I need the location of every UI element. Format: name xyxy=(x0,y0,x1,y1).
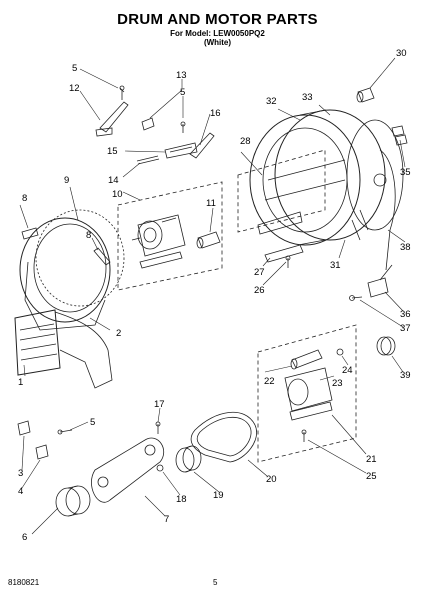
drum-slider-box xyxy=(237,149,326,233)
callout-6: 6 xyxy=(22,532,27,543)
clip-part-4 xyxy=(35,444,49,460)
callout-3: 3 xyxy=(18,468,23,479)
drum-roller-part-39 xyxy=(376,336,396,356)
callout-16: 16 xyxy=(210,108,221,119)
callout-31: 31 xyxy=(330,260,341,271)
slide-part-15 xyxy=(164,142,198,159)
callout-18: 18 xyxy=(176,494,187,505)
callout-15: 15 xyxy=(107,146,118,157)
callout-23: 23 xyxy=(332,378,343,389)
dryer-drum-part xyxy=(249,109,386,246)
callout-35: 35 xyxy=(400,167,411,178)
callout-38: 38 xyxy=(400,242,411,253)
callout-11: 11 xyxy=(206,198,216,209)
drum-support-roller-part xyxy=(264,244,304,263)
model-line: For Model: LEW0050PQ2 xyxy=(170,29,265,38)
callout-17: 17 xyxy=(154,399,165,410)
callout-28: 28 xyxy=(240,136,251,147)
callout-5c: 5 xyxy=(90,417,95,428)
callout-21: 21 xyxy=(366,454,377,465)
callout-2: 2 xyxy=(116,328,121,339)
drive-belt-part-20 xyxy=(190,411,257,463)
motor-group-box xyxy=(117,181,223,291)
callout-25: 25 xyxy=(366,471,377,482)
callout-4: 4 xyxy=(18,486,23,497)
motor-part-21 xyxy=(284,367,333,421)
screw-part-5c xyxy=(57,429,73,435)
callout-8b: 8 xyxy=(86,230,91,241)
leader-lines xyxy=(19,57,406,535)
pulley-part-19 xyxy=(175,445,202,473)
callout-5a: 5 xyxy=(72,63,77,74)
washer-part-18 xyxy=(156,464,164,472)
screw-part-37 xyxy=(349,295,363,301)
callout-26: 26 xyxy=(254,285,265,296)
callout-20: 20 xyxy=(266,474,277,485)
callout-39: 39 xyxy=(400,370,411,381)
bracket-part-12 xyxy=(95,101,129,137)
rod-part-14 xyxy=(136,155,160,165)
callout-30: 30 xyxy=(396,48,407,59)
callout-5b: 5 xyxy=(180,87,185,98)
clip-part-24 xyxy=(336,348,344,356)
rear-bulkhead-part xyxy=(346,119,404,241)
thermostat-bracket-part-35 xyxy=(391,125,408,146)
drive-motor-part xyxy=(131,214,186,269)
callout-10: 10 xyxy=(112,189,123,200)
callout-1: 1 xyxy=(18,377,23,388)
screw-part-26 xyxy=(285,255,291,268)
capacitor-part-22 xyxy=(290,349,323,370)
motor-capacitor-part xyxy=(196,231,221,249)
callout-9: 9 xyxy=(64,175,69,186)
callout-19: 19 xyxy=(213,490,224,501)
idler-arm-part-7 xyxy=(91,437,165,503)
callout-22: 22 xyxy=(264,376,275,387)
callout-36: 36 xyxy=(400,309,411,320)
screw-part-25 xyxy=(301,429,307,442)
slide-part-16 xyxy=(189,132,215,159)
callout-7: 7 xyxy=(164,514,169,525)
callout-12: 12 xyxy=(69,83,80,94)
screw-part-5b xyxy=(180,121,186,133)
callout-8a: 8 xyxy=(22,193,27,204)
callout-13: 13 xyxy=(176,70,187,81)
clip-part-13 xyxy=(141,117,155,131)
felt-pad-part-8b xyxy=(93,247,111,266)
front-drum-seal-part xyxy=(35,209,125,307)
screw-part-5a xyxy=(119,85,125,100)
color-line: (White) xyxy=(203,38,232,47)
page-title: DRUM AND MOTOR PARTS xyxy=(117,11,318,28)
harness-wire-part-38 xyxy=(379,149,396,271)
drum-roller-part-30 xyxy=(356,87,375,103)
callout-33: 33 xyxy=(302,92,313,103)
idler-pulley-part-6 xyxy=(55,485,91,517)
switch-part-36 xyxy=(367,264,393,298)
lower-motor-group-box xyxy=(257,324,357,463)
footer-page-number: 5 xyxy=(213,578,218,587)
callout-27: 27 xyxy=(254,267,265,278)
callout-14: 14 xyxy=(108,175,119,186)
callout-32: 32 xyxy=(266,96,277,107)
felt-pad-part-8a xyxy=(21,227,39,240)
screw-part-17 xyxy=(155,421,161,434)
clip-part-3 xyxy=(17,420,31,436)
front-bulkhead-part xyxy=(14,217,113,389)
callout-37: 37 xyxy=(400,323,411,334)
callout-24: 24 xyxy=(342,365,353,376)
footer-part-number: 8180821 xyxy=(8,578,40,587)
